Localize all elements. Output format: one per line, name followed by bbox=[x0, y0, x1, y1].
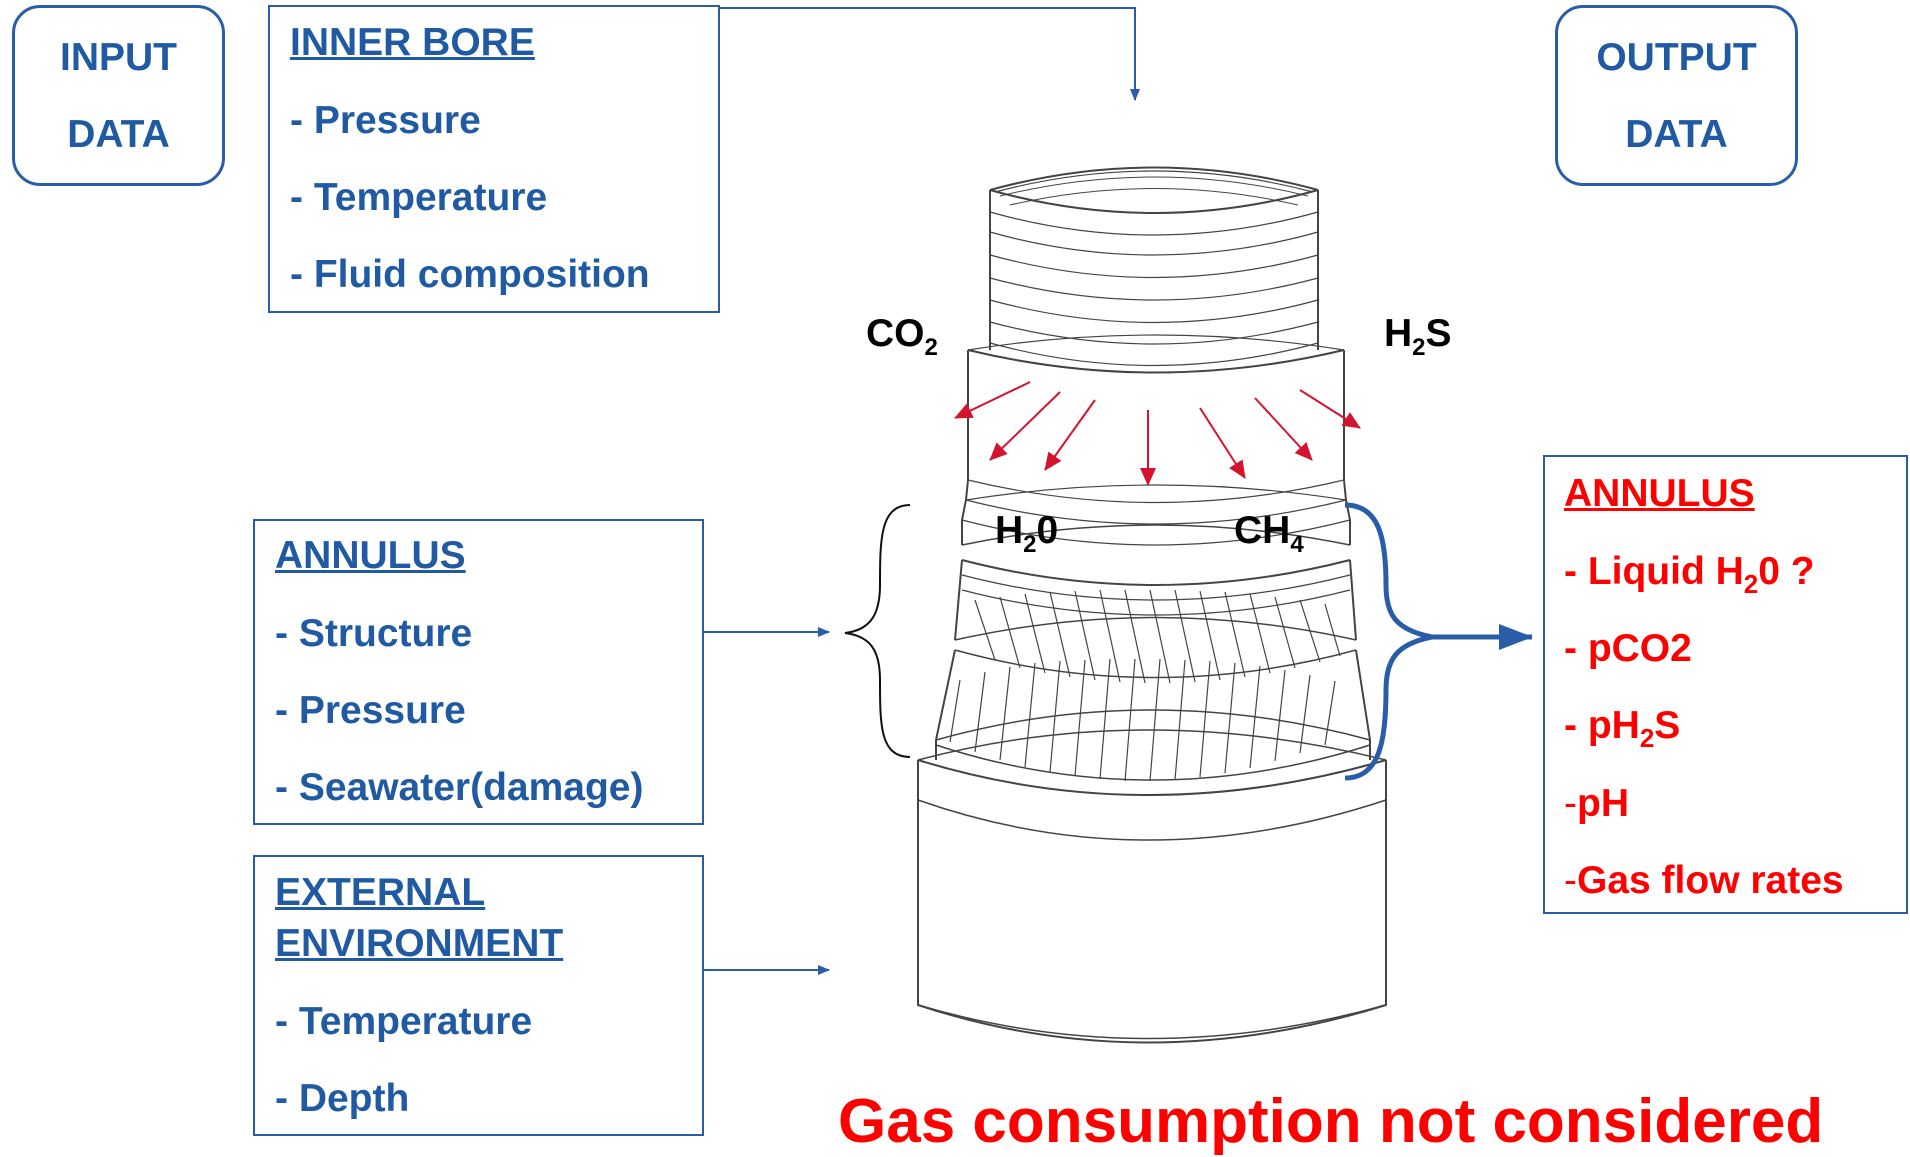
inner-bore-item-fluid: - Fluid composition bbox=[290, 253, 650, 296]
connector-arrows bbox=[703, 7, 1533, 975]
annulus-input-box bbox=[253, 519, 704, 825]
external-item-depth: - Depth bbox=[275, 1077, 410, 1120]
annulus-output-gas-flow: -Gas flow rates bbox=[1564, 859, 1844, 902]
annulus-output-box bbox=[1543, 455, 1908, 914]
external-heading-line1: EXTERNAL bbox=[275, 871, 486, 914]
annulus-output-heading: ANNULUS bbox=[1564, 472, 1755, 515]
inner-bore-arrow bbox=[718, 7, 1140, 101]
annulus-input-item-structure: - Structure bbox=[275, 612, 473, 655]
output-data-label: OUTPUT DATA bbox=[1555, 5, 1798, 186]
annulus-output-ph: -pH bbox=[1564, 782, 1629, 825]
external-environment-box bbox=[253, 855, 704, 1136]
inner-bore-item-temperature: - Temperature bbox=[290, 176, 548, 219]
input-label-line2: DATA bbox=[67, 112, 170, 156]
left-brace bbox=[844, 504, 911, 758]
annulus-output-liquid-h2o: - Liquid H20 ? bbox=[1564, 550, 1815, 599]
inner-bore-item-pressure: - Pressure bbox=[290, 99, 481, 142]
annulus-input-item-pressure: - Pressure bbox=[275, 689, 466, 732]
gas-label-ch4: CH4 bbox=[1234, 509, 1304, 558]
annulus-output-pco2: - pCO2 bbox=[1564, 627, 1692, 670]
diffusion-arrows bbox=[954, 381, 1361, 486]
output-label-line2: DATA bbox=[1625, 112, 1728, 156]
input-data-label: INPUT DATA bbox=[12, 5, 225, 186]
inner-bore-heading: INNER BORE bbox=[290, 21, 535, 64]
flexible-pipe bbox=[917, 166, 1387, 1044]
gas-label-co2: CO2 bbox=[866, 312, 938, 361]
footer-note: Gas consumption not considered bbox=[838, 1087, 1824, 1156]
output-label-line1: OUTPUT bbox=[1596, 35, 1757, 79]
right-brace bbox=[1344, 502, 1433, 781]
gas-label-h2s: H2S bbox=[1384, 312, 1452, 361]
annulus-input-heading: ANNULUS bbox=[275, 534, 466, 577]
annulus-input-item-seawater: - Seawater(damage) bbox=[275, 766, 644, 809]
external-item-temperature: - Temperature bbox=[275, 1000, 533, 1043]
inner-bore-box bbox=[268, 5, 720, 313]
gas-label-h2o: H20 bbox=[995, 509, 1059, 558]
annulus-output-ph2s: - pH2S bbox=[1564, 704, 1681, 753]
input-label-line1: INPUT bbox=[60, 35, 177, 79]
external-heading-line2: ENVIRONMENT bbox=[275, 922, 564, 965]
